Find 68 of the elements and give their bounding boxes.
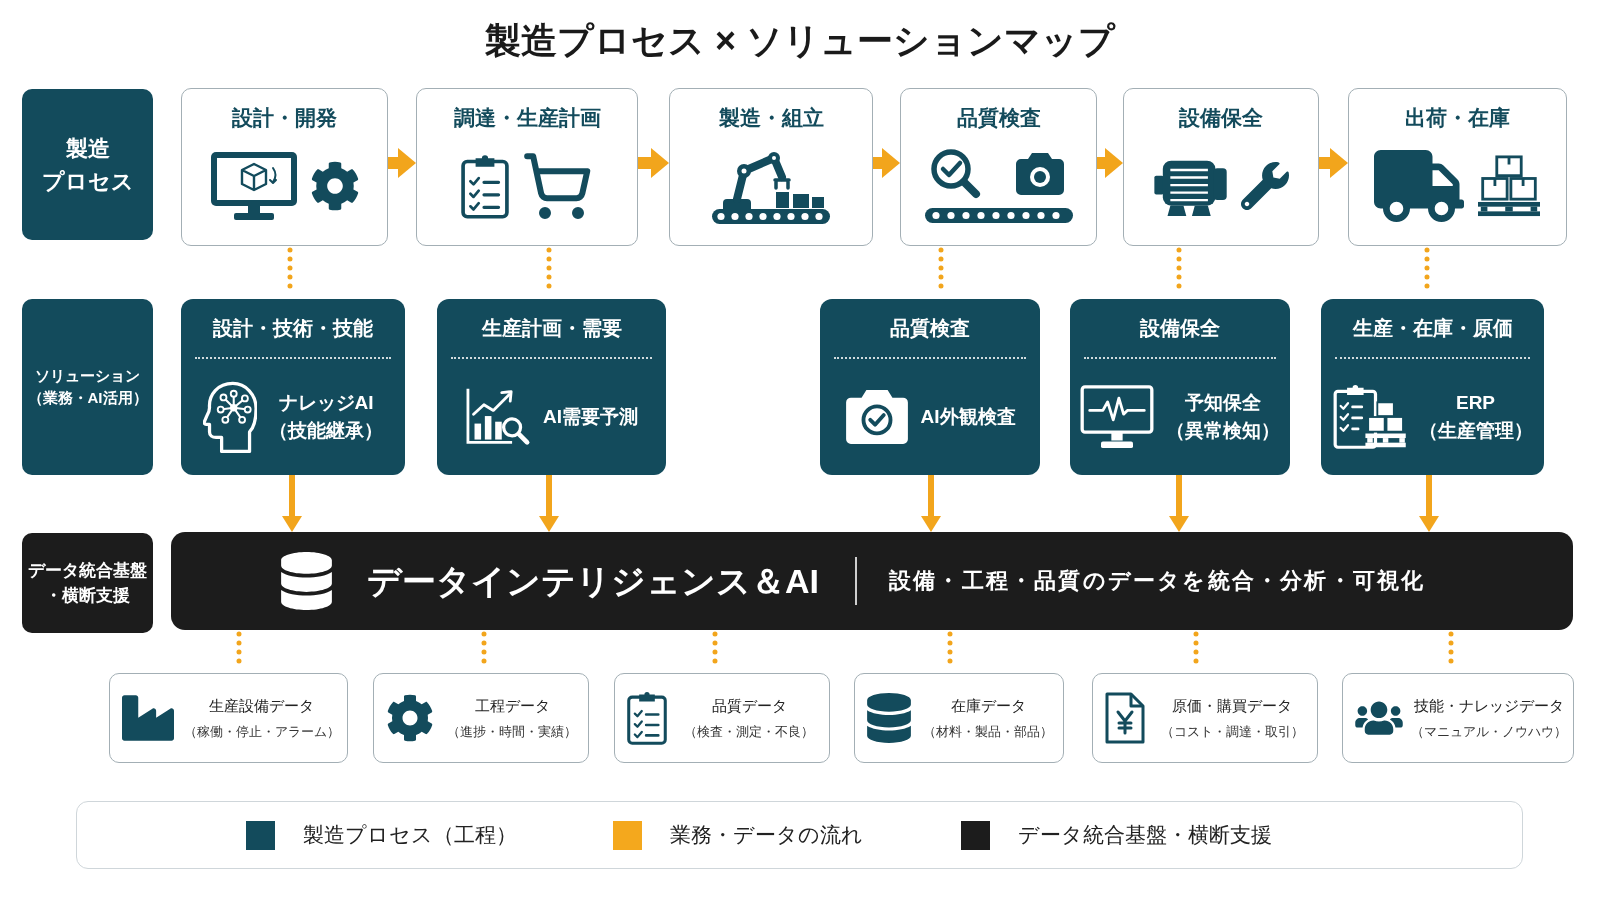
diagram-title: 製造プロセス × ソリューションマップ bbox=[485, 19, 1115, 63]
data-platform-bar bbox=[171, 532, 1573, 630]
card-heading: 生産・在庫・原価 bbox=[1352, 316, 1513, 341]
flow-arrow bbox=[1319, 148, 1348, 178]
flow-arrow bbox=[1097, 148, 1123, 178]
step-title: 出荷・在庫 bbox=[1405, 105, 1510, 131]
solution-card bbox=[1321, 299, 1544, 475]
data-subtitle: （マニュアル・ノウハウ） bbox=[1411, 723, 1567, 741]
data-source-card bbox=[854, 673, 1064, 763]
card-heading: 設備保全 bbox=[1140, 316, 1220, 341]
data-title: 工程データ bbox=[474, 696, 550, 716]
card-heading: 設計・技術・技能 bbox=[213, 316, 373, 341]
row-header bbox=[22, 89, 153, 240]
process-step-card bbox=[900, 88, 1097, 246]
solution-card bbox=[820, 299, 1040, 475]
step-title: 調達・生産計画 bbox=[453, 105, 601, 131]
step-title: 設計・開発 bbox=[232, 105, 337, 131]
data-title: 原価・購買データ bbox=[1172, 696, 1292, 716]
arrow bbox=[921, 475, 941, 532]
row-header-text: 製造プロセス bbox=[41, 134, 134, 196]
card-body: ナレッジAI（技能継承） bbox=[269, 391, 383, 443]
arrow bbox=[1419, 475, 1439, 532]
data-source-card bbox=[109, 673, 348, 763]
step-title: 設備保全 bbox=[1179, 105, 1263, 131]
flow-arrow bbox=[873, 148, 900, 178]
card-body: AI外観検査 bbox=[920, 405, 1016, 430]
data-title: 技能・ナレッジデータ bbox=[1414, 696, 1564, 716]
legend-label: 業務・データの流れ bbox=[670, 822, 863, 848]
legend-label: 製造プロセス（工程） bbox=[303, 822, 517, 848]
row-header-text: ソリューション（業務・AI活用） bbox=[27, 365, 148, 408]
data-subtitle: （材料・製品・部品） bbox=[923, 723, 1053, 741]
data-source-card bbox=[373, 673, 589, 763]
step-title: 品質検査 bbox=[956, 105, 1041, 131]
data-title: 品質データ bbox=[711, 696, 787, 716]
process-step-card bbox=[1123, 88, 1319, 246]
data-subtitle: （コスト・調達・取引） bbox=[1160, 723, 1304, 741]
solution-card bbox=[181, 299, 405, 475]
data-subtitle: （稼働・停止・アラーム） bbox=[183, 723, 340, 741]
card-heading: 品質検査 bbox=[890, 316, 970, 341]
flow-arrow bbox=[638, 148, 669, 178]
platform-title: データインテリジェンス＆AI bbox=[367, 561, 819, 602]
data-source-card bbox=[614, 673, 830, 763]
card-heading: 生産計画・需要 bbox=[481, 316, 622, 341]
row-header bbox=[22, 299, 153, 475]
data-title: 在庫データ bbox=[950, 696, 1026, 716]
data-subtitle: （検査・測定・不良） bbox=[684, 723, 814, 741]
row-header-text: データ統合基盤・横断支援 bbox=[28, 559, 147, 607]
platform-description: 設備・工程・品質のデータを統合・分析・可視化 bbox=[889, 567, 1426, 595]
process-step-card bbox=[181, 88, 388, 246]
card-body: AI需要予測 bbox=[543, 405, 638, 430]
solution-card bbox=[1070, 299, 1290, 475]
arrow bbox=[282, 475, 302, 532]
flow-arrow bbox=[388, 148, 416, 178]
process-step-card bbox=[416, 88, 638, 246]
data-source-card bbox=[1342, 673, 1574, 763]
solution-card bbox=[437, 299, 666, 475]
data-title: 生産設備データ bbox=[209, 696, 314, 716]
process-step-card bbox=[1348, 88, 1567, 246]
card-body: ERP（生産管理） bbox=[1418, 391, 1533, 443]
arrow bbox=[539, 475, 559, 532]
data-subtitle: （進捗・時間・実績） bbox=[447, 723, 577, 741]
row-header bbox=[22, 533, 153, 633]
step-title: 製造・組立 bbox=[718, 105, 824, 131]
data-source-card bbox=[1092, 673, 1318, 763]
arrow bbox=[1169, 475, 1189, 532]
process-step-card bbox=[669, 88, 873, 246]
card-body: 予知保全（異常検知） bbox=[1166, 391, 1280, 443]
legend-label: データ統合基盤・横断支援 bbox=[1018, 822, 1272, 848]
